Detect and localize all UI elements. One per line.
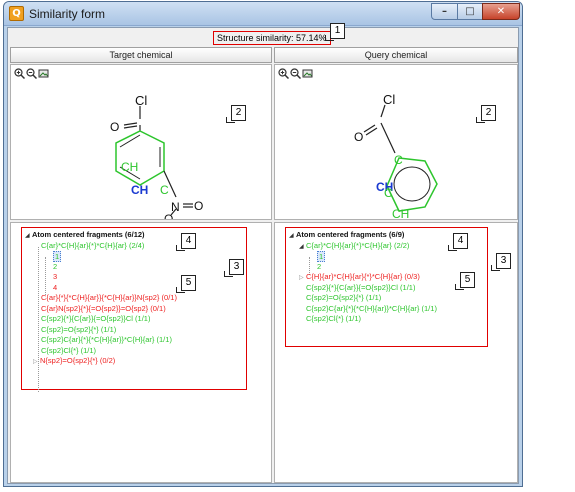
tree-node[interactable]: C{sp2}Cl{*} (1/1) — [306, 314, 362, 323]
tree-node-collapsed[interactable]: ▷N{sp2}=O{sp2}{*} (0/2) — [33, 356, 116, 365]
callout-2: 2 — [226, 105, 246, 123]
tree-node[interactable]: C{sp2}=O{sp2}{*} (1/1) — [41, 324, 117, 334]
tree-node[interactable]: ◢C{ar}*C{H}{ar}{*}*C{H}{ar} (2/2) — [299, 240, 410, 250]
tree-node[interactable]: C{ar}N{sp2}{*}{=O{sp2}}=O{sp2} (0/1) — [41, 303, 166, 313]
query-column-header[interactable]: Query chemical — [274, 47, 518, 63]
atom-cl: Cl — [383, 92, 395, 107]
tree-leaf-2[interactable]: 2 — [317, 261, 322, 271]
tree-guide-sub — [45, 257, 46, 295]
atom-o-carbonyl: O — [354, 130, 363, 144]
atom-c-green: C — [160, 183, 169, 197]
atom-ch-green: CH — [392, 207, 409, 220]
title-bar[interactable]: Q Similarity form – □ ✕ — [4, 2, 522, 26]
zoom-out-icon[interactable] — [26, 68, 37, 79]
atom-c-green-2: C — [384, 186, 393, 200]
similarity-window: Q Similarity form – □ ✕ Structure simila… — [3, 1, 523, 487]
query-toolbar — [278, 68, 313, 79]
zoom-out-icon[interactable] — [290, 68, 301, 79]
form-client-area: Structure similarity: 57.14% 1 Target ch… — [7, 23, 519, 484]
atom-ch-blue: CH — [376, 180, 393, 194]
query-fragment-tree-pane: 4 3 5 ◢Atom centered fragments (6/9) ◢C{… — [274, 222, 518, 483]
app-icon: Q — [9, 6, 24, 21]
tree-node[interactable]: C{sp2}=O{sp2}{*} (1/1) — [306, 293, 382, 302]
close-button[interactable]: ✕ — [482, 3, 520, 20]
atom-o-nitro-1: O — [194, 199, 203, 213]
maximize-button[interactable]: □ — [457, 3, 483, 20]
tree-header[interactable]: ◢Atom centered fragments (6/12) — [25, 230, 145, 239]
atom-n: N — [171, 200, 180, 214]
atom-c-green: C — [394, 153, 403, 167]
callout-2-query: 2 — [476, 105, 496, 123]
tree-node[interactable]: C{sp2}Cl{*} (1/1) — [41, 345, 97, 355]
callout-3-query: 3 — [491, 253, 511, 271]
zoom-in-icon[interactable] — [14, 68, 25, 79]
tree-leaf-1[interactable]: 1 — [317, 251, 326, 262]
callout-4: 4 — [176, 233, 196, 251]
zoom-in-icon[interactable] — [278, 68, 289, 79]
tree-node[interactable]: C{ar}{*}{*C{H}{ar}}{*C{H}{ar}}N{sp2} (0/… — [41, 293, 177, 302]
query-highlight-box — [285, 227, 488, 347]
callout-4-query: 4 — [448, 233, 468, 251]
target-molecule-drawing: Cl O CH CH C N O O — [110, 93, 203, 220]
window-title: Similarity form — [29, 7, 106, 21]
tree-leaf-3[interactable]: 3 — [53, 272, 58, 281]
target-structure-pane: 2 Cl O CH CH C N O O — [10, 64, 272, 220]
tree-node-collapsed[interactable]: ▷C{H}{ar}*C{H}{ar}{*}*C{H}{ar} (0/3) — [299, 272, 420, 281]
callout-3: 3 — [224, 259, 244, 277]
tree-node[interactable]: C{sp2}{*}{C{ar}}{=O{sp2}}Cl (1/1) — [41, 314, 151, 323]
tree-guide-sub — [309, 257, 310, 275]
target-highlight-box — [21, 227, 247, 390]
tree-leaf-4[interactable]: 4 — [53, 282, 58, 292]
atom-cl: Cl — [135, 93, 147, 108]
callout-1: 1 — [325, 23, 345, 41]
fit-image-icon[interactable] — [302, 68, 313, 79]
tree-header[interactable]: ◢Atom centered fragments (6/9) — [289, 230, 405, 239]
tree-node[interactable]: C{sp2}C{ar}{*}{*C{H}{ar}}*C{H}{ar} (1/1) — [41, 335, 172, 344]
tree-leaf-2[interactable]: 2 — [53, 261, 58, 271]
callout-5: 5 — [176, 275, 196, 293]
atom-o-nitro-2: O — [164, 212, 173, 220]
tree-node[interactable]: C{sp2}C{ar}{*}{*C{H}{ar}}*C{H}{ar} (1/1) — [306, 303, 437, 313]
tree-node[interactable]: C{ar}*C{H}{ar}{*}*C{H}{ar} (2/4) — [41, 240, 145, 250]
atom-o-carbonyl: O — [110, 120, 119, 134]
query-structure-pane: 2 Cl O C CH C CH — [274, 64, 518, 220]
tree-node[interactable]: C{sp2}{*}{C{ar}}{=O{sp2}}Cl (1/1) — [306, 282, 416, 292]
callout-5-query: 5 — [455, 272, 475, 290]
query-molecule-drawing: Cl O C CH C CH — [354, 92, 438, 220]
target-column-header[interactable]: Target chemical — [10, 47, 272, 63]
fit-image-icon[interactable] — [38, 68, 49, 79]
target-toolbar — [14, 68, 49, 79]
tree-guide — [38, 247, 39, 392]
minimize-button[interactable]: – — [431, 3, 458, 20]
tree-leaf-1[interactable]: 1 — [53, 251, 62, 262]
similarity-label: Structure similarity: 57.14% — [213, 31, 331, 45]
atom-ch-green: CH — [121, 160, 138, 174]
atom-ch-blue: CH — [131, 183, 148, 197]
target-fragment-tree-pane: 4 3 5 ◢Atom centered fragments (6/12) C{… — [10, 222, 272, 483]
